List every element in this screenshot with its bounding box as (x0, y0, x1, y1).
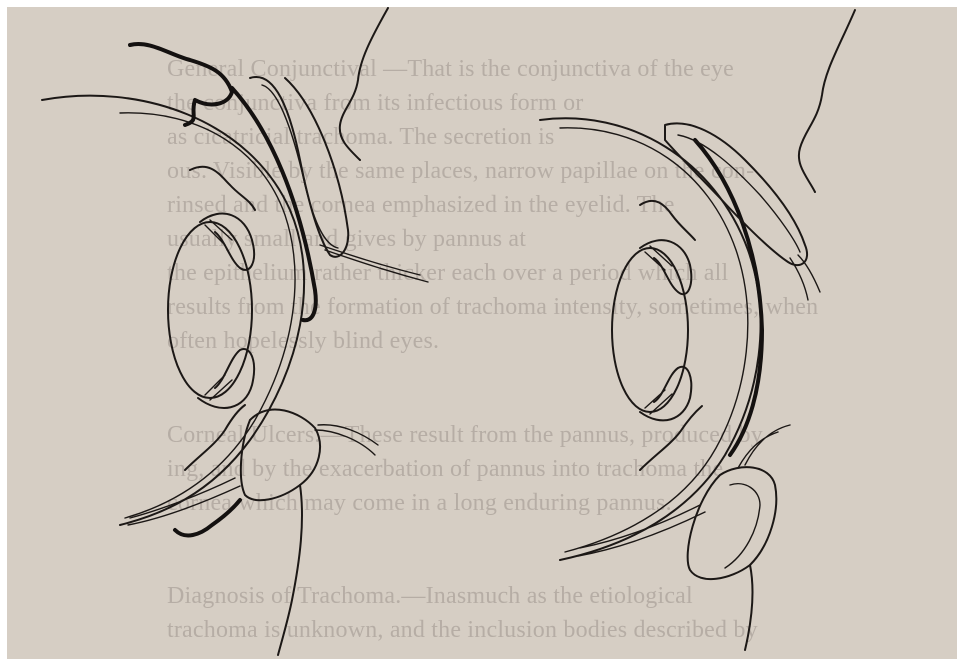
right-fornix-lower (640, 406, 702, 470)
left-eye-diagram (42, 8, 428, 655)
left-fornix-lower (185, 405, 245, 470)
right-lower-skin (745, 565, 752, 650)
right-lower-lashes (738, 425, 790, 468)
right-upper-lid (665, 123, 807, 265)
right-fornix-upper (640, 201, 695, 240)
left-cornea-outer (42, 96, 304, 525)
right-upper-lid-inner (678, 135, 800, 252)
left-upper-lid (250, 77, 348, 257)
left-follicles-lower (175, 500, 240, 535)
left-fornix-upper (190, 167, 255, 210)
left-lens (168, 222, 252, 398)
right-upper-skin (799, 10, 855, 192)
eye-cross-section-drawings (7, 7, 957, 659)
right-ciliary-lines (645, 246, 672, 414)
left-lower-lashes (315, 425, 378, 455)
book-page-photo: General Conjunctival —That is the conjun… (7, 7, 957, 659)
right-cornea-inner (560, 128, 748, 552)
right-eye-diagram (540, 10, 855, 650)
right-lower-conj-lines (578, 505, 705, 556)
left-lashes-upper (320, 245, 428, 282)
right-lens (612, 248, 688, 412)
left-lower-skin (278, 485, 302, 655)
left-ciliary-lines (205, 220, 232, 400)
right-lower-lid-inner (725, 484, 760, 568)
left-upper-skin (340, 8, 388, 160)
